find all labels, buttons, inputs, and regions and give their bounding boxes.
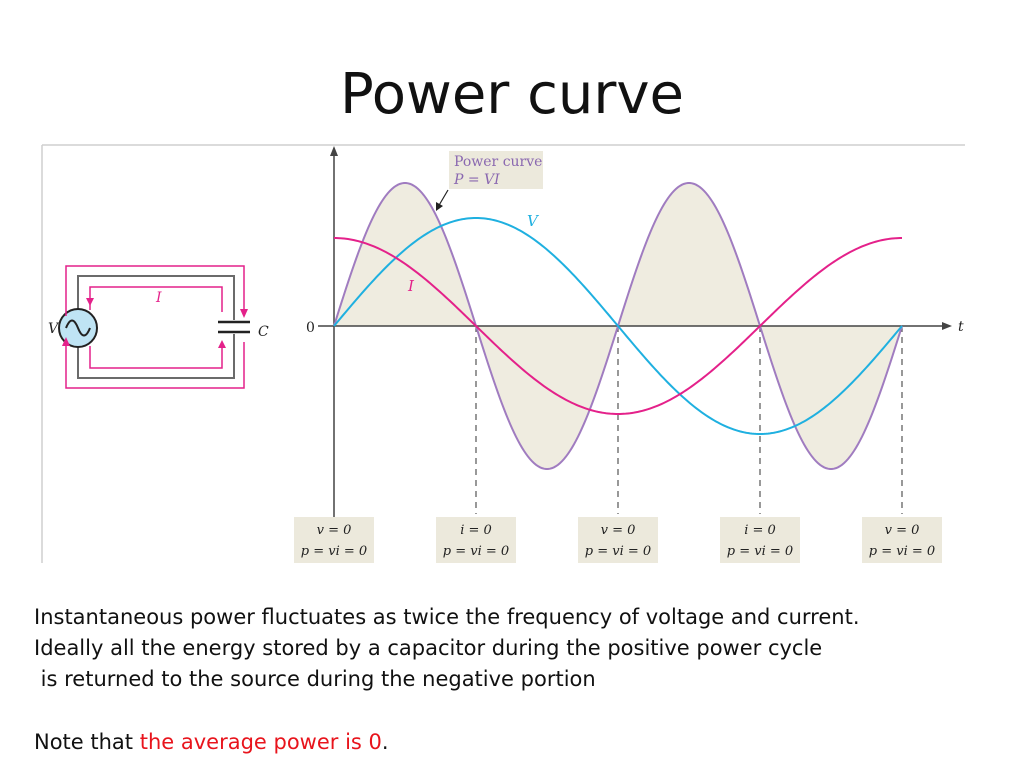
note-highlight: the average power is 0: [139, 730, 382, 754]
voltage-curve: [333, 216, 903, 436]
zero-marker: v = 0 p = vi = 0: [862, 517, 942, 563]
note-suffix: .: [381, 730, 389, 754]
current-loop-outer-bottom: [65, 340, 245, 389]
zero-marker-line2: p = vi = 0: [443, 544, 509, 559]
zero-marker-box: [578, 517, 658, 563]
note-prefix: Note that: [34, 730, 140, 754]
time-axis-label: t: [958, 319, 964, 335]
body-line-3: is returned to the source during the neg…: [34, 667, 596, 691]
arrow-down-icon: [240, 309, 248, 318]
sine-wave-icon: [65, 319, 91, 337]
zero-marker-box: [436, 517, 516, 563]
zero-marker-line2: p = vi = 0: [869, 544, 935, 559]
current-loop-inner-bottom: [89, 342, 223, 369]
current-curve-label: I: [407, 277, 415, 295]
source-label: V: [48, 321, 60, 337]
voltage-curve-label: V: [527, 212, 540, 230]
y-axis-arrow-icon: [330, 146, 338, 156]
zero-marker: v = 0 p = vi = 0: [578, 517, 658, 563]
zero-marker-box: [720, 517, 800, 563]
current-label: I: [155, 290, 162, 306]
zero-marker-line1: i = 0: [744, 523, 776, 538]
zero-crossing-guides: [475, 326, 903, 514]
zero-marker-line1: v = 0: [885, 523, 920, 538]
note-line: Note that the average power is 0.: [34, 730, 389, 754]
zero-marker-box: [862, 517, 942, 563]
power-callout-title: Power curve: [454, 154, 542, 170]
circuit-wire-top: [77, 275, 235, 320]
zero-marker-box: [294, 517, 374, 563]
zero-marker-line2: p = vi = 0: [585, 544, 651, 559]
origin-label: 0: [306, 320, 315, 336]
zero-marker-line2: p = vi = 0: [301, 544, 367, 559]
body-line-2: Ideally all the energy stored by a capac…: [34, 636, 823, 660]
callout-arrow-icon: [436, 202, 443, 211]
arrow-up-icon: [62, 337, 70, 346]
circuit-wire-bottom: [77, 334, 235, 379]
arrow-up-icon: [218, 340, 226, 348]
waveform-plot: 0 t V I Power curve P = VI v = 0 p = vi =…: [294, 146, 964, 563]
body-line-1: Instantaneous power fluctuates as twice …: [34, 605, 860, 629]
zero-marker-line1: v = 0: [317, 523, 352, 538]
time-axis-arrow-icon: [942, 322, 952, 330]
zero-markers: v = 0 p = vi = 0 i = 0 p = vi = 0 v = 0 p = v…: [294, 517, 942, 563]
power-callout-formula: P = VI: [453, 172, 500, 188]
current-loop-outer-top: [65, 265, 245, 316]
power-callout-box: [449, 151, 543, 189]
zero-marker: v = 0 p = vi = 0: [294, 517, 374, 563]
zero-marker-line1: i = 0: [460, 523, 492, 538]
current-curve: [333, 237, 903, 416]
zero-marker-line2: p = vi = 0: [727, 544, 793, 559]
zero-marker: i = 0 p = vi = 0: [436, 517, 516, 563]
capacitor-circuit: V I C: [48, 265, 269, 389]
page-title: Power curve: [339, 62, 684, 127]
capacitor-label: C: [258, 324, 269, 340]
zero-marker-line1: v = 0: [601, 523, 636, 538]
arrow-down-icon: [86, 298, 94, 306]
zero-marker: i = 0 p = vi = 0: [720, 517, 800, 563]
